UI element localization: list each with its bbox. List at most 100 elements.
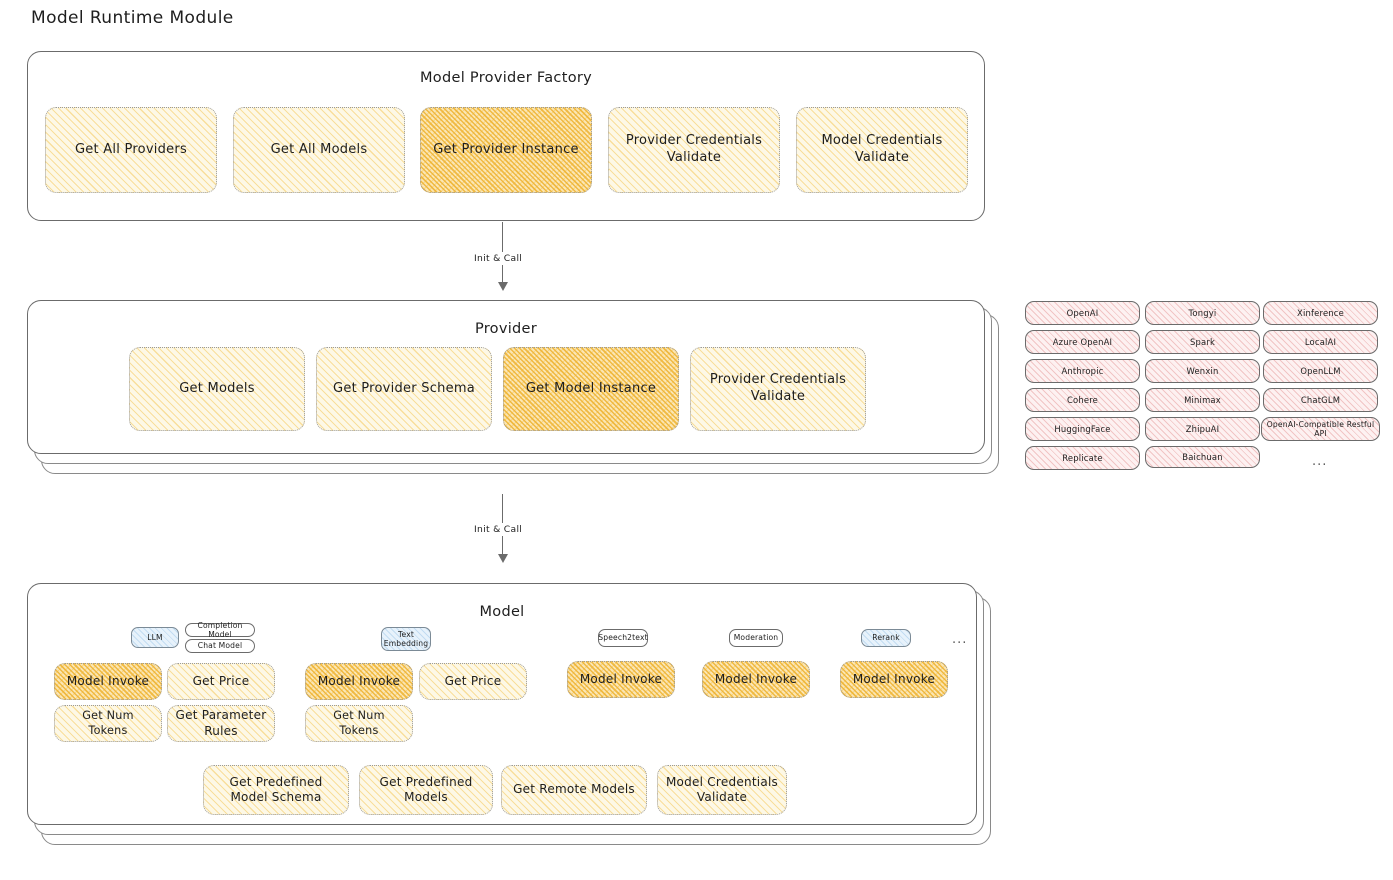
model-shared-method-get-predefined-model-schema[interactable]: Get Predefined Model Schema bbox=[203, 765, 349, 815]
arrow-factory-to-provider-head bbox=[497, 282, 508, 291]
factory-method-label: Get Provider Instance bbox=[433, 141, 579, 157]
text-embedding-method-get-num-tokens[interactable]: Get Num Tokens bbox=[305, 705, 413, 742]
model-shared-method-get-remote-models[interactable]: Get Remote Models bbox=[501, 765, 647, 815]
model-shared-method-model-credentials-validate[interactable]: Model Credentials Validate bbox=[657, 765, 787, 815]
provider-chip-label: OpenLLM bbox=[1300, 366, 1341, 376]
provider-method-label: Get Provider Schema bbox=[333, 380, 475, 396]
provider-method-label: Provider Credentials Validate bbox=[709, 372, 847, 404]
provider-chip-label: Spark bbox=[1189, 337, 1216, 347]
provider-chip-label: LocalAI bbox=[1304, 337, 1337, 347]
model-type-badge-label: LLM bbox=[147, 632, 163, 642]
model-shared-method-label: Get Predefined Model Schema bbox=[229, 774, 323, 804]
model-subtype-badge-label: Chat Model bbox=[197, 641, 243, 651]
provider-method-provider-credentials-validate[interactable]: Provider Credentials Validate bbox=[690, 347, 866, 431]
llm-method-get-price[interactable]: Get Price bbox=[167, 663, 275, 700]
model-type-badge-rerank[interactable]: Rerank bbox=[861, 629, 911, 647]
rerank-method-model-invoke[interactable]: Model Invoke bbox=[840, 661, 948, 698]
provider-chip-anthropic[interactable]: Anthropic bbox=[1025, 359, 1140, 383]
provider-chip-label: ZhipuAI bbox=[1185, 424, 1220, 434]
model-subtype-badge-label: Completion Model bbox=[197, 620, 243, 639]
model-type-badge-speech2text[interactable]: Speech2text bbox=[598, 629, 648, 647]
provider-chip-baichuan[interactable]: Baichuan bbox=[1145, 446, 1260, 468]
model-type-badge-llm[interactable]: LLM bbox=[131, 627, 179, 648]
provider-chip-openai[interactable]: OpenAI bbox=[1025, 301, 1140, 325]
provider-chip-label: OpenAI bbox=[1066, 308, 1099, 318]
provider-chip-label: Anthropic bbox=[1061, 366, 1104, 376]
provider-chip-replicate[interactable]: Replicate bbox=[1025, 446, 1140, 470]
provider-list-more-ellipsis: ... bbox=[1312, 454, 1328, 469]
provider-chip-xinference[interactable]: Xinference bbox=[1263, 301, 1378, 325]
provider-chip-label: Baichuan bbox=[1182, 452, 1223, 462]
factory-method-label: Model Credentials Validate bbox=[821, 133, 943, 165]
rerank-method-label: Model Invoke bbox=[852, 671, 936, 686]
text-embedding-method-label: Get Price bbox=[444, 673, 502, 688]
provider-chip-spark[interactable]: Spark bbox=[1145, 330, 1260, 354]
moderation-method-model-invoke[interactable]: Model Invoke bbox=[702, 661, 810, 698]
llm-method-model-invoke[interactable]: Model Invoke bbox=[54, 663, 162, 700]
text-embedding-method-get-price[interactable]: Get Price bbox=[419, 663, 527, 700]
provider-method-label: Get Model Instance bbox=[525, 380, 657, 396]
provider-chip-label: ChatGLM bbox=[1300, 395, 1341, 405]
provider-chip-label: Cohere bbox=[1066, 395, 1099, 405]
speech2text-method-model-invoke[interactable]: Model Invoke bbox=[567, 661, 675, 698]
llm-method-label: Get Price bbox=[192, 673, 250, 688]
model-shared-method-get-predefined-models[interactable]: Get Predefined Models bbox=[359, 765, 493, 815]
factory-method-provider-credentials-validate[interactable]: Provider Credentials Validate bbox=[608, 107, 780, 193]
factory-method-get-provider-instance[interactable]: Get Provider Instance bbox=[420, 107, 592, 193]
llm-method-label: Get Num Tokens bbox=[82, 709, 134, 737]
model-subtype-badge-completion-model[interactable]: Completion Model bbox=[185, 620, 255, 639]
provider-chip-zhipuai[interactable]: ZhipuAI bbox=[1145, 417, 1260, 441]
factory-method-get-all-models[interactable]: Get All Models bbox=[233, 107, 405, 193]
page-title: Model Runtime Module bbox=[31, 8, 234, 28]
provider-chip-wenxin[interactable]: Wenxin bbox=[1145, 359, 1260, 383]
provider-chip-huggingface[interactable]: HuggingFace bbox=[1025, 417, 1140, 441]
text-embedding-method-model-invoke[interactable]: Model Invoke bbox=[305, 663, 413, 700]
provider-chip-label: Minimax bbox=[1184, 395, 1221, 405]
provider-chip-cohere[interactable]: Cohere bbox=[1025, 388, 1140, 412]
factory-method-get-all-providers[interactable]: Get All Providers bbox=[45, 107, 217, 193]
provider-method-label: Get Models bbox=[179, 380, 255, 396]
factory-method-model-credentials-validate[interactable]: Model Credentials Validate bbox=[796, 107, 968, 193]
provider-chip-label: HuggingFace bbox=[1054, 424, 1111, 434]
model-shared-method-label: Model Credentials Validate bbox=[665, 774, 779, 804]
arrow-provider-to-model-head bbox=[497, 554, 508, 563]
provider-chip-tongyi[interactable]: Tongyi bbox=[1145, 301, 1260, 325]
model-types-more-ellipsis: ... bbox=[952, 632, 968, 647]
model-shared-method-label: Get Predefined Models bbox=[379, 774, 473, 804]
factory-method-label: Provider Credentials Validate bbox=[625, 133, 763, 165]
provider-chip-label: Wenxin bbox=[1186, 366, 1219, 376]
provider-chip-localai[interactable]: LocalAI bbox=[1263, 330, 1378, 354]
model-type-badge-label: Text Embedding bbox=[383, 629, 429, 648]
model-type-badge-text-embedding[interactable]: Text Embedding bbox=[381, 627, 431, 651]
provider-chip-label: Azure OpenAI bbox=[1052, 337, 1113, 347]
llm-method-label: Model Invoke bbox=[66, 673, 150, 688]
provider-chip-openllm[interactable]: OpenLLM bbox=[1263, 359, 1378, 383]
llm-method-get-parameter-rules[interactable]: Get Parameter Rules bbox=[167, 705, 275, 742]
provider-chip-openai-compatible-restful-api[interactable]: OpenAI-Compatible Restful API bbox=[1261, 417, 1380, 441]
text-embedding-method-label: Model Invoke bbox=[317, 673, 401, 688]
provider-chip-chatglm[interactable]: ChatGLM bbox=[1263, 388, 1378, 412]
model-type-badge-moderation[interactable]: Moderation bbox=[729, 629, 783, 647]
provider-chip-label: Replicate bbox=[1062, 453, 1103, 463]
llm-method-get-num-tokens[interactable]: Get Num Tokens bbox=[54, 705, 162, 742]
provider-method-get-model-instance[interactable]: Get Model Instance bbox=[503, 347, 679, 431]
provider-chip-label: Tongyi bbox=[1188, 308, 1217, 318]
model-type-badge-label: Rerank bbox=[872, 633, 900, 643]
factory-method-label: Get All Models bbox=[270, 141, 368, 157]
provider-method-get-models[interactable]: Get Models bbox=[129, 347, 305, 431]
provider-chip-minimax[interactable]: Minimax bbox=[1145, 388, 1260, 412]
provider-method-get-provider-schema[interactable]: Get Provider Schema bbox=[316, 347, 492, 431]
model-title: Model bbox=[479, 604, 525, 620]
provider-chip-azure-openai[interactable]: Azure OpenAI bbox=[1025, 330, 1140, 354]
model-type-badge-label: Speech2text bbox=[598, 633, 648, 643]
model-shared-method-label: Get Remote Models bbox=[513, 782, 635, 797]
factory-method-label: Get All Providers bbox=[74, 141, 188, 157]
model-subtype-badge-chat-model[interactable]: Chat Model bbox=[185, 639, 255, 653]
model-provider-factory-title: Model Provider Factory bbox=[419, 70, 593, 86]
arrow-label-init-and-call-1: Init & Call bbox=[470, 252, 527, 265]
arrow-label-init-and-call-2: Init & Call bbox=[470, 523, 527, 536]
provider-chip-label: Xinference bbox=[1297, 308, 1344, 318]
moderation-method-label: Model Invoke bbox=[714, 671, 798, 686]
speech2text-method-label: Model Invoke bbox=[579, 671, 663, 686]
